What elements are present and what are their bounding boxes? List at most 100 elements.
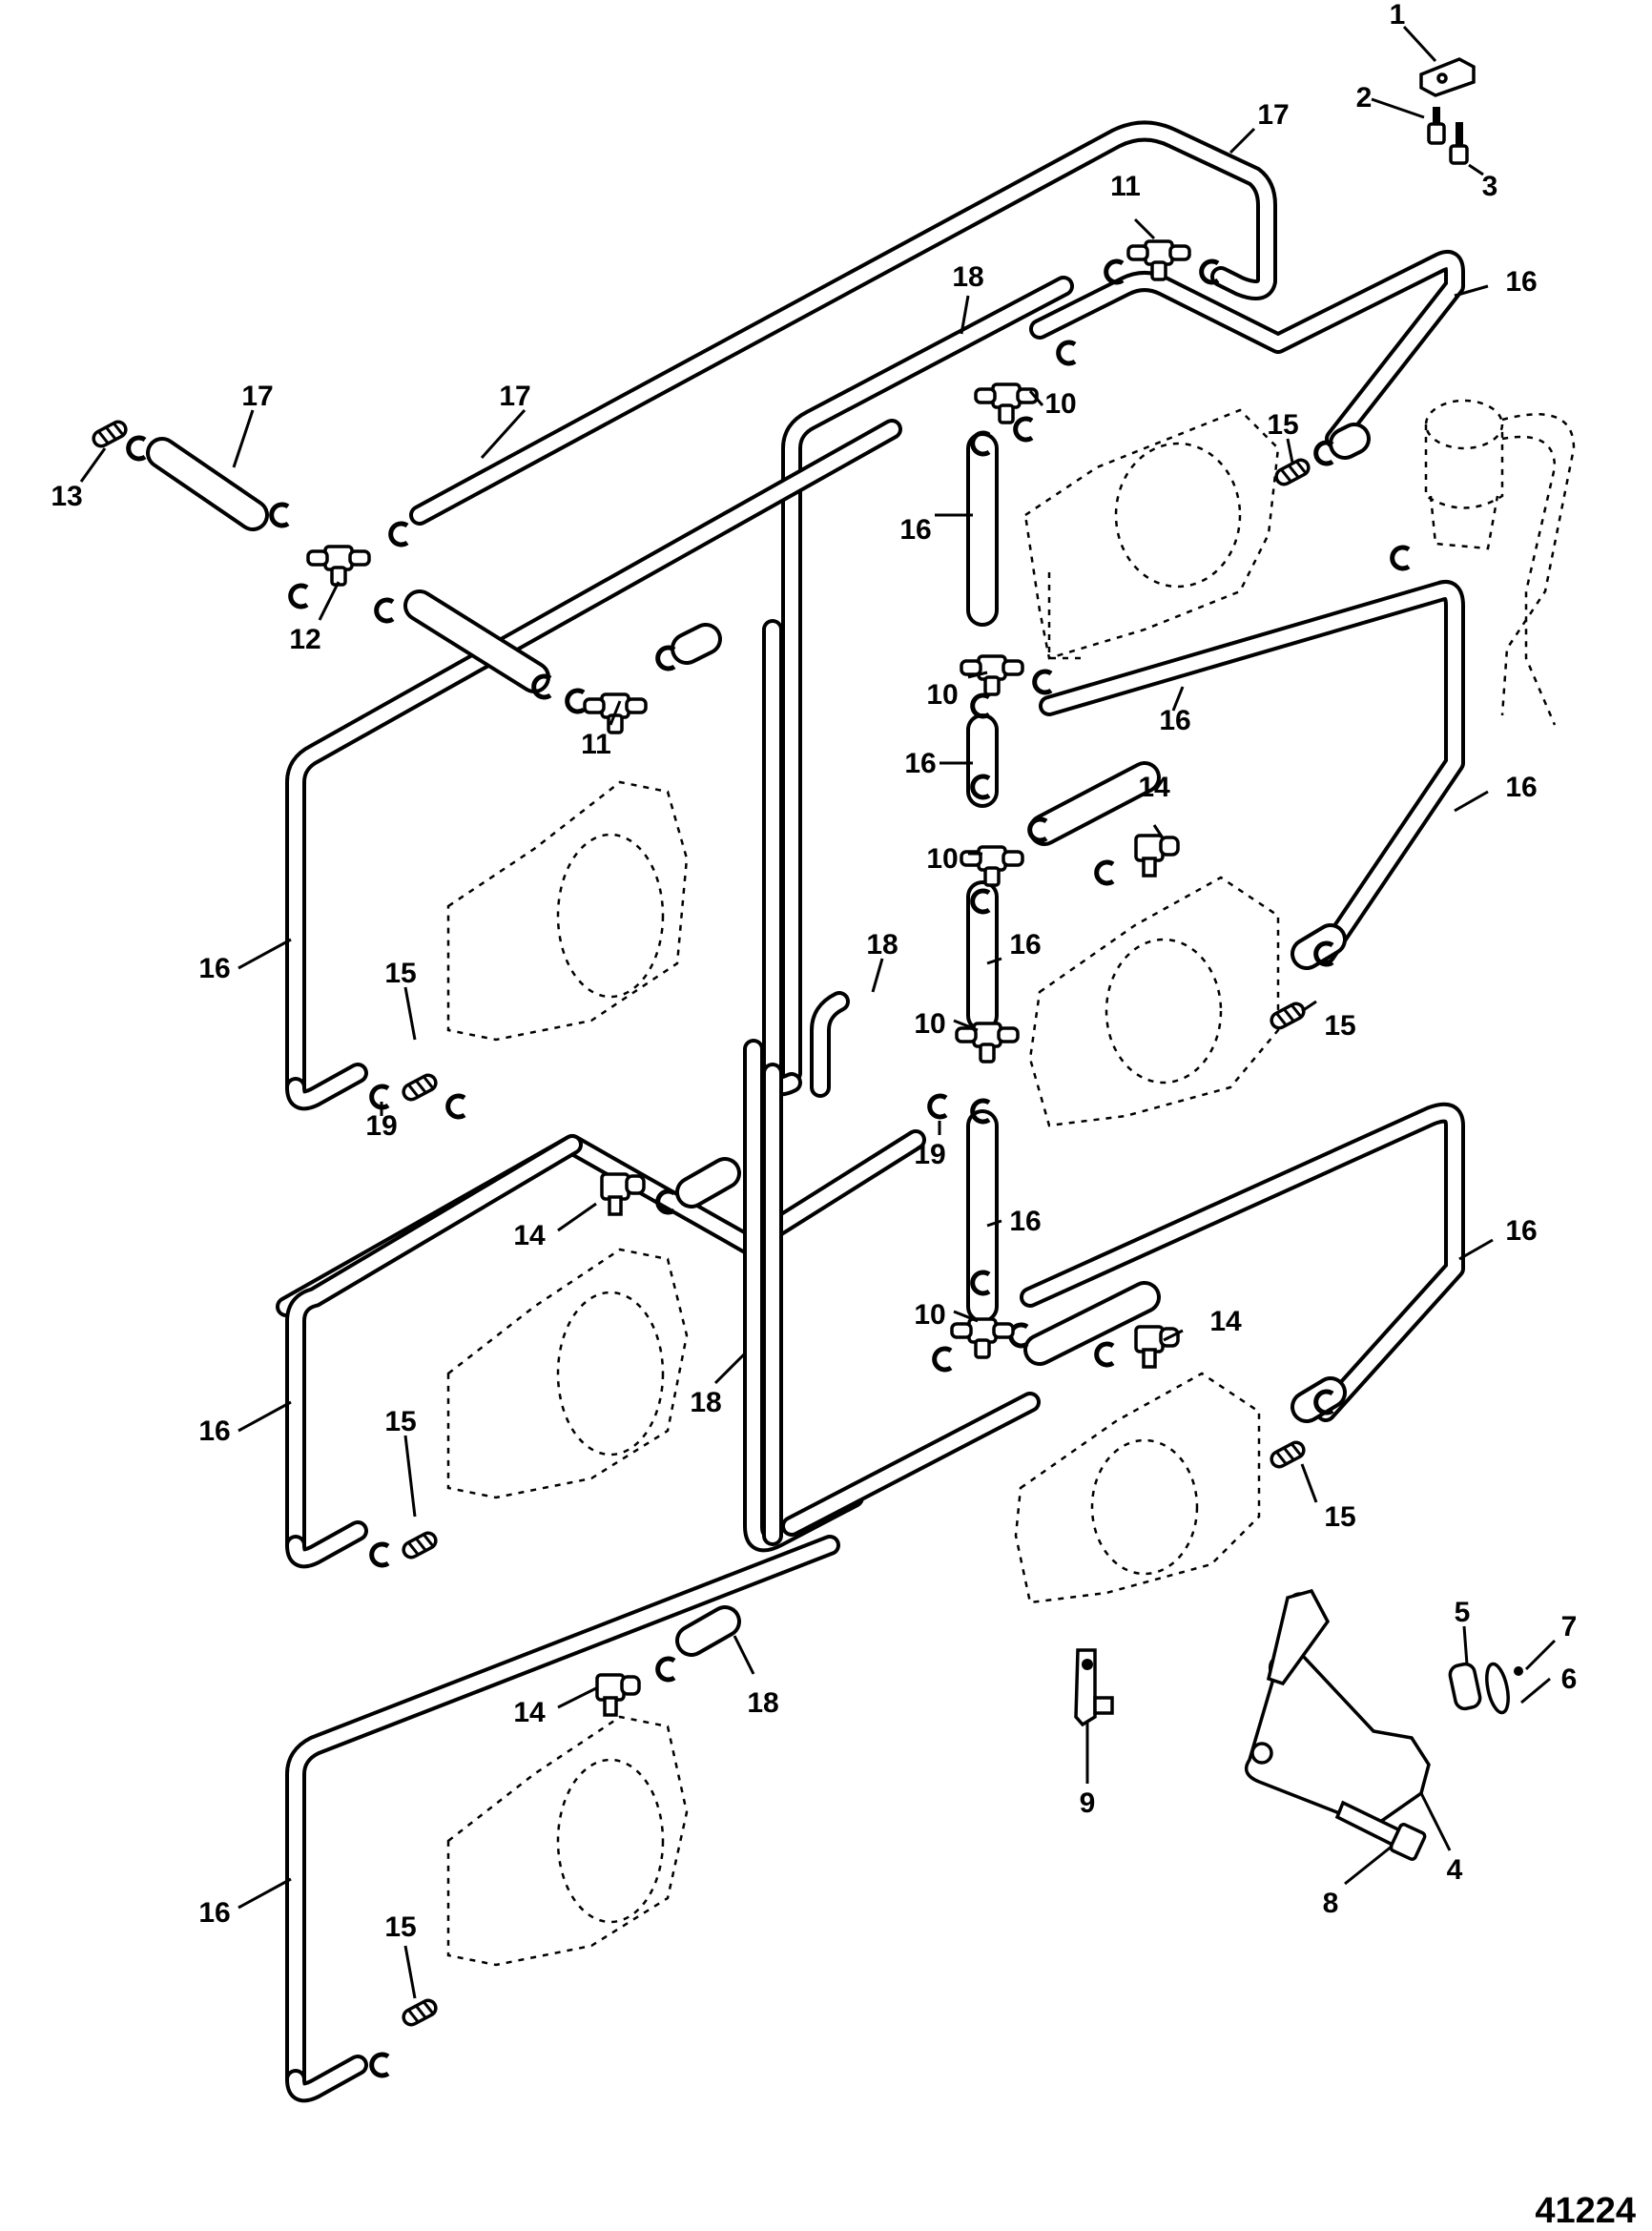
carburetor-mid-left [446,780,689,1042]
hose-clip [369,1084,390,1110]
callout-c15a: 15 [1267,409,1298,441]
callout-c12: 12 [289,624,320,655]
callout-c10e: 10 [914,1299,945,1331]
tube-18-mid-upper [810,991,850,1098]
tube-16-right-loop-mid [1039,580,1465,964]
screw-3 [1449,122,1469,165]
leader-line-c10b [967,671,988,679]
hose-clip [531,673,552,700]
callout-c18c: 18 [690,1387,721,1418]
callout-c4: 4 [1447,1854,1463,1886]
tee-fitting-10-e [950,1317,1015,1359]
mounting-bracket [1244,1588,1431,1828]
hose-clip [655,645,676,671]
hose-clip [932,1346,953,1373]
callout-c3: 3 [1482,171,1498,202]
hose-clip [1027,816,1048,843]
callout-c16a: 16 [1505,266,1537,298]
hose-clip [1313,1389,1334,1415]
hose-clip [369,1541,390,1568]
leader-line-c18b [871,958,884,993]
primer-solenoid [1424,399,1576,726]
carburetor-bottom-left [446,1715,689,1967]
callout-c16h: 16 [1009,1206,1041,1237]
hose-clip [374,597,395,624]
pin-7 [1514,1666,1523,1676]
hose-clip [655,1188,676,1215]
hose-clip [1013,416,1034,443]
callout-c14d: 14 [513,1697,546,1728]
figure-number: 41224 [1535,2191,1636,2231]
nipple-15-a [1274,458,1311,486]
leader-line-c10e [953,1310,979,1323]
hose-clip [970,888,991,915]
leader-line-c17c [480,408,527,460]
callout-c15d: 15 [384,1406,416,1437]
leader-line-c16k [237,1877,292,1910]
clip-9 [1074,1648,1114,1727]
callout-c16j: 16 [198,1415,230,1447]
tee-fitting-10-c [960,845,1024,887]
callout-c14a: 14 [1138,772,1170,803]
callout-c16e: 16 [1505,772,1537,803]
callout-c17a: 17 [1257,99,1289,131]
callout-c17b: 17 [241,381,273,412]
tube-16-right-loop-low [1020,1102,1465,1422]
leader-line-c16h [986,1219,1002,1228]
callout-c16g: 16 [198,953,230,984]
leader-line-c11a [1133,217,1156,240]
gasket-6 [1485,1662,1510,1715]
carburetor-mid-right [1028,876,1280,1127]
tee-fitting-10-a [974,382,1039,424]
clamp-bracket [1419,57,1476,97]
tube-16-left-loop-mid [285,1134,583,1556]
leader-line-c16c [1171,686,1185,712]
grommet-5 [1448,1662,1482,1711]
callout-c16b: 16 [899,514,931,546]
tube-16-bottom-left-short [285,2055,368,2103]
leader-line-c16e [1454,790,1489,813]
elbow-fitting-14-b [600,1172,646,1216]
leader-line-c16a [1454,284,1489,298]
callout-c15c: 15 [1324,1010,1355,1042]
callout-c13: 13 [51,481,82,512]
hose-clip [970,430,991,457]
hose-16-to-solenoid [1329,423,1371,460]
leader-line-c17a [1229,127,1256,155]
hose-clip [445,1093,466,1120]
hose-clip [927,1093,948,1120]
hose-clip [126,435,147,462]
hose-clip [970,1098,991,1125]
hose-clip [970,1270,991,1296]
nipple-15-c [1270,1002,1306,1030]
leader-line-c8 [1344,1844,1394,1886]
tube-16-left-short-mid [285,1520,368,1569]
callout-c17c: 17 [499,381,530,412]
callout-c2: 2 [1356,82,1373,114]
elbow-fitting-14-d [595,1673,641,1717]
hose-16-right-low [1023,1281,1161,1366]
leader-line-c7 [1524,1639,1557,1671]
hose-17-upper-left [146,437,269,531]
hose-clip [1032,669,1053,695]
carburetor-lower-right [1014,1372,1261,1604]
tee-fitting-12 [306,545,371,587]
tube-17-top-loop [409,120,1277,526]
callout-c16c: 16 [1159,705,1190,736]
leader-line-c4 [1419,1792,1452,1851]
leader-line-c14b [557,1202,597,1232]
hose-clip [269,502,290,528]
leader-line-c18d [733,1635,755,1675]
callout-c15f: 15 [384,1911,416,1943]
hose-clip [970,774,991,800]
callout-c11a: 11 [1110,171,1141,202]
tube-18-mid-left [276,1129,926,1317]
callout-c7: 7 [1561,1611,1578,1642]
nipple-15-f [402,1998,438,2027]
callout-c10a: 10 [1044,388,1076,420]
leader-line-c10d [953,1019,979,1032]
tee-fitting-11-top [1126,239,1191,281]
leader-line-c13 [79,447,107,483]
callout-c16d: 16 [904,748,936,779]
